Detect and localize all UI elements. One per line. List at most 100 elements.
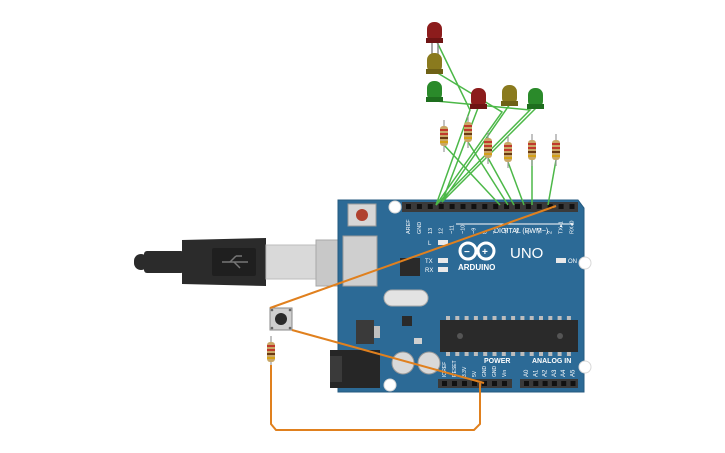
resistor[interactable] — [484, 132, 492, 164]
resistor[interactable] — [528, 134, 536, 166]
wire[interactable] — [547, 159, 557, 206]
analog-pin-5[interactable] — [570, 381, 576, 386]
chip-pin — [483, 316, 488, 320]
power-pin-3[interactable] — [472, 381, 477, 386]
analog-pin-3[interactable] — [551, 381, 557, 386]
chip-pin — [464, 316, 469, 320]
led-on-label: ON — [568, 259, 577, 265]
wire-button-to-5v[interactable] — [291, 329, 485, 384]
digital-pin-label: 13 — [428, 228, 434, 234]
power-pin-label: Vin — [502, 370, 508, 377]
wire[interactable] — [441, 107, 479, 203]
board-brand-label: UNO — [510, 245, 543, 262]
led-yellow-1[interactable] — [426, 53, 443, 74]
mounting-hole — [388, 200, 402, 214]
mounting-hole — [578, 360, 592, 374]
wire[interactable] — [507, 161, 525, 206]
digital-pin-label: 2 — [548, 231, 554, 234]
analog-pin-label: A2 — [543, 369, 549, 377]
wire-button-to-pin2[interactable] — [269, 205, 557, 309]
wire-resistor-to-gnd[interactable] — [270, 365, 481, 431]
led-rx-indicator — [438, 267, 448, 272]
arduino-infinity-logo — [458, 241, 496, 261]
power-pin-6[interactable] — [502, 381, 507, 386]
chip-pin — [473, 316, 478, 320]
mounting-hole — [578, 256, 592, 270]
analog-pin-4[interactable] — [561, 381, 567, 386]
analog-pin-2[interactable] — [542, 381, 548, 386]
digital-pin-4[interactable] — [449, 204, 455, 209]
usb-jack — [342, 235, 378, 287]
digital-pin-15[interactable] — [569, 204, 575, 209]
wire[interactable] — [443, 144, 501, 206]
analog-pin-label: A0 — [524, 369, 530, 377]
digital-pin-label: ~10 — [461, 225, 467, 234]
digital-header-label: DIGITAL (PWM~) — [494, 228, 548, 235]
led-green-2[interactable] — [527, 88, 544, 109]
digital-pin-label: RX◂0 — [570, 221, 576, 234]
digital-pin-9[interactable] — [504, 204, 510, 209]
chip-pin — [548, 316, 553, 320]
wire[interactable] — [467, 141, 509, 206]
pushbutton[interactable] — [269, 307, 293, 331]
wire[interactable] — [441, 103, 511, 203]
chip-pin — [511, 352, 516, 356]
digital-pin-10[interactable] — [515, 204, 520, 209]
resistor[interactable] — [552, 134, 560, 166]
power-pin-label: IOREF — [442, 362, 448, 377]
led-red-1[interactable] — [426, 22, 443, 55]
green-wires — [435, 39, 557, 206]
analog-pin-1[interactable] — [533, 381, 539, 386]
digital-pin-8[interactable] — [493, 204, 499, 209]
power-pin-label: 3.3V — [462, 366, 468, 377]
wire[interactable] — [435, 39, 471, 206]
resistor[interactable] — [440, 120, 448, 152]
analog-header-label: ANALOG IN — [532, 358, 571, 365]
chip-pin — [473, 352, 478, 356]
led-red-2[interactable] — [470, 88, 487, 109]
led-l-indicator — [438, 240, 448, 245]
resistor[interactable] — [504, 136, 512, 168]
power-pin-4[interactable] — [482, 381, 487, 386]
digital-pin-2[interactable] — [427, 204, 433, 209]
power-pin-2[interactable] — [462, 381, 467, 386]
wire[interactable] — [435, 100, 532, 206]
digital-pin-14[interactable] — [558, 204, 564, 209]
chip-pin — [529, 316, 534, 320]
chip-pin — [539, 316, 543, 320]
arduino-logo-plus: + — [482, 247, 488, 258]
digital-pin-5[interactable] — [460, 204, 466, 209]
digital-pin-6[interactable] — [471, 204, 477, 209]
resistor[interactable] — [464, 116, 472, 148]
chip-pin — [492, 352, 497, 356]
chip-pin — [539, 352, 543, 356]
led-yellow-2[interactable] — [501, 85, 518, 106]
power-pin-label: GND — [482, 366, 488, 378]
atmega-microcontroller — [440, 320, 578, 352]
digital-pin-13[interactable] — [547, 204, 553, 209]
digital-pin-11[interactable] — [525, 204, 531, 209]
power-pin-0[interactable] — [442, 381, 447, 386]
power-pin-1[interactable] — [452, 381, 457, 386]
chip-pin — [529, 352, 534, 356]
digital-pin-3[interactable] — [438, 204, 444, 209]
digital-pin-label: GND — [417, 222, 423, 234]
wire[interactable] — [487, 157, 515, 206]
power-pin-5[interactable] — [492, 381, 497, 386]
analog-pin-0[interactable] — [524, 381, 529, 386]
digital-pin-1[interactable] — [416, 204, 422, 209]
digital-pin-12[interactable] — [536, 204, 542, 209]
wire[interactable] — [435, 71, 504, 206]
power-pin-label: 5V — [472, 370, 478, 377]
usb-chip — [400, 258, 420, 276]
digital-pin-0[interactable] — [406, 204, 411, 209]
mounting-hole — [383, 378, 397, 392]
digital-pin-7[interactable] — [482, 204, 488, 209]
led-green-1[interactable] — [426, 81, 443, 102]
reset-button[interactable] — [347, 203, 377, 227]
chip-pin — [520, 352, 525, 356]
resistor[interactable] — [267, 336, 275, 368]
digital-pin-label: 7 — [493, 231, 499, 234]
